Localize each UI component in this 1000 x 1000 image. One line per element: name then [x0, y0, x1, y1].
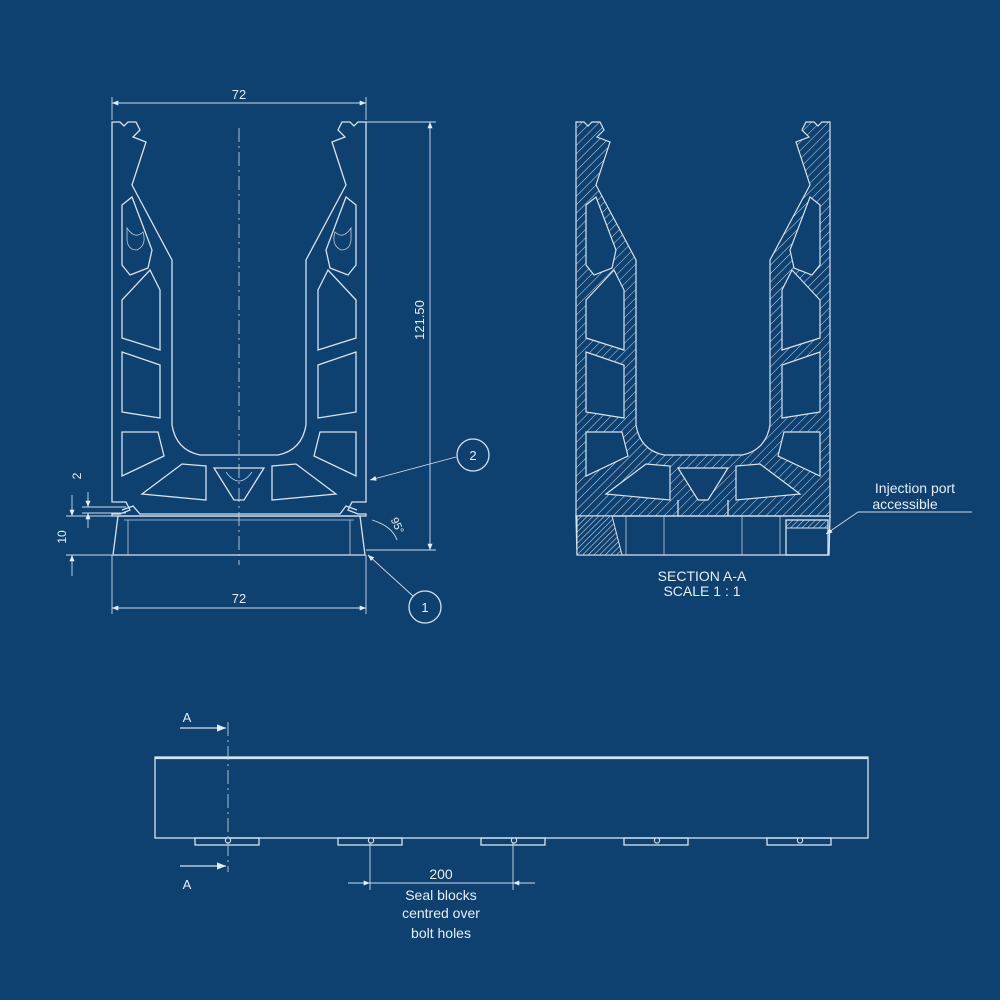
profile-outline — [111, 121, 367, 517]
section-hatched-profile — [575, 121, 831, 517]
dim-foot-height: 10 — [55, 530, 69, 544]
bolt-hole — [796, 837, 804, 844]
balloon-2-label: 2 — [469, 448, 476, 463]
foot-seal-block — [112, 515, 366, 556]
cavity — [317, 268, 357, 351]
bolt-hole — [367, 837, 375, 844]
bolt-hole — [510, 837, 518, 844]
cavity — [271, 463, 338, 501]
section-view: Injection port accessible SECTION A-A SC… — [575, 121, 972, 599]
cavity — [121, 431, 165, 478]
cavity — [121, 268, 161, 351]
section-mark-bottom: A — [183, 877, 192, 892]
section-mark-top: A — [183, 710, 192, 725]
cavity — [140, 463, 207, 501]
dim-lip: 2 — [70, 472, 84, 479]
balloon-1-label: 1 — [421, 600, 428, 615]
note-bolt-holes: bolt holes — [411, 925, 471, 941]
cavity — [313, 431, 357, 478]
note-injection-port: Injection port — [875, 480, 955, 496]
front-view: 72 121.50 72 10 2 95° 2 1 — [55, 87, 490, 624]
note-seal-blocks: Seal blocks — [405, 887, 477, 903]
dim-height: 121.50 — [412, 300, 427, 340]
section-scale: SCALE 1 : 1 — [663, 583, 740, 599]
cavity — [317, 351, 357, 419]
balloon-1 — [408, 590, 442, 624]
cavity — [121, 195, 153, 276]
balloon-2 — [456, 438, 490, 472]
side-view: A A 200 Seal blocks centred over bolt ho… — [154, 710, 869, 941]
cavity — [121, 351, 161, 419]
dim-bottom-width: 72 — [232, 591, 246, 606]
bolt-hole — [653, 837, 661, 844]
beam-body — [154, 756, 869, 839]
note-centred-over: centred over — [402, 905, 480, 921]
cavity — [325, 195, 357, 276]
dim-spacing: 200 — [429, 866, 453, 882]
section-title: SECTION A-A — [658, 568, 747, 584]
note-accessible: accessible — [872, 496, 938, 512]
dim-top-width: 72 — [232, 87, 246, 102]
cavity — [212, 467, 266, 501]
dim-angle: 95° — [388, 516, 406, 536]
